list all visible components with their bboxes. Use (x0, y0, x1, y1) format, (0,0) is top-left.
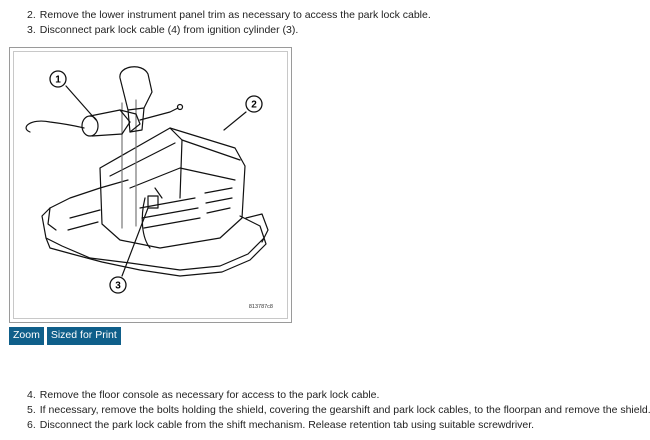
shifter-box (99, 127, 246, 249)
step-text: Remove the lower instrument panel trim a… (39, 9, 431, 21)
callout-1-label: 1 (55, 75, 61, 86)
sized-for-print-button[interactable]: Sized for Print (46, 327, 121, 345)
step-number: 3. (27, 24, 36, 36)
step-4: 4.Remove the floor console as necessary … (27, 389, 379, 402)
callout-3-leader (121, 207, 149, 277)
step-text: Disconnect park lock cable (4) from igni… (39, 24, 299, 36)
callout-3: 3 (109, 276, 127, 294)
callout-2-label: 2 (251, 100, 257, 111)
shift-knob (119, 66, 153, 111)
callout-1-leader (65, 85, 97, 121)
callout-2: 2 (245, 95, 263, 113)
figure-buttons: Zoom Sized for Print (9, 327, 121, 345)
zoom-button[interactable]: Zoom (9, 327, 44, 345)
illustration-frame: 1 2 3 813787c8 (9, 47, 292, 323)
step-text: If necessary, remove the bolts holding t… (39, 404, 650, 416)
step-3: 3.Disconnect park lock cable (4) from ig… (27, 24, 298, 37)
step-2: 2.Remove the lower instrument panel trim… (27, 9, 431, 22)
step-5: 5.If necessary, remove the bolts holding… (27, 404, 650, 417)
step-6: 6.Disconnect the park lock cable from th… (27, 419, 534, 432)
step-number: 2. (27, 9, 36, 21)
figure-id: 813787c8 (248, 304, 273, 310)
step-text: Disconnect the park lock cable from the … (39, 419, 535, 431)
cable-lower (141, 197, 151, 249)
park-lock-cable (25, 120, 85, 133)
step-text: Remove the floor console as necessary fo… (39, 389, 380, 401)
callout-2-leader (223, 111, 247, 131)
park-lock-cable-illustration: 1 2 3 (25, 66, 269, 294)
step-number: 6. (27, 419, 36, 431)
step-number: 5. (27, 404, 36, 416)
callout-3-label: 3 (115, 281, 121, 292)
callout-1: 1 (49, 70, 67, 88)
illustration-inner-border (13, 51, 288, 319)
housing-base (41, 207, 265, 271)
step-number: 4. (27, 389, 36, 401)
